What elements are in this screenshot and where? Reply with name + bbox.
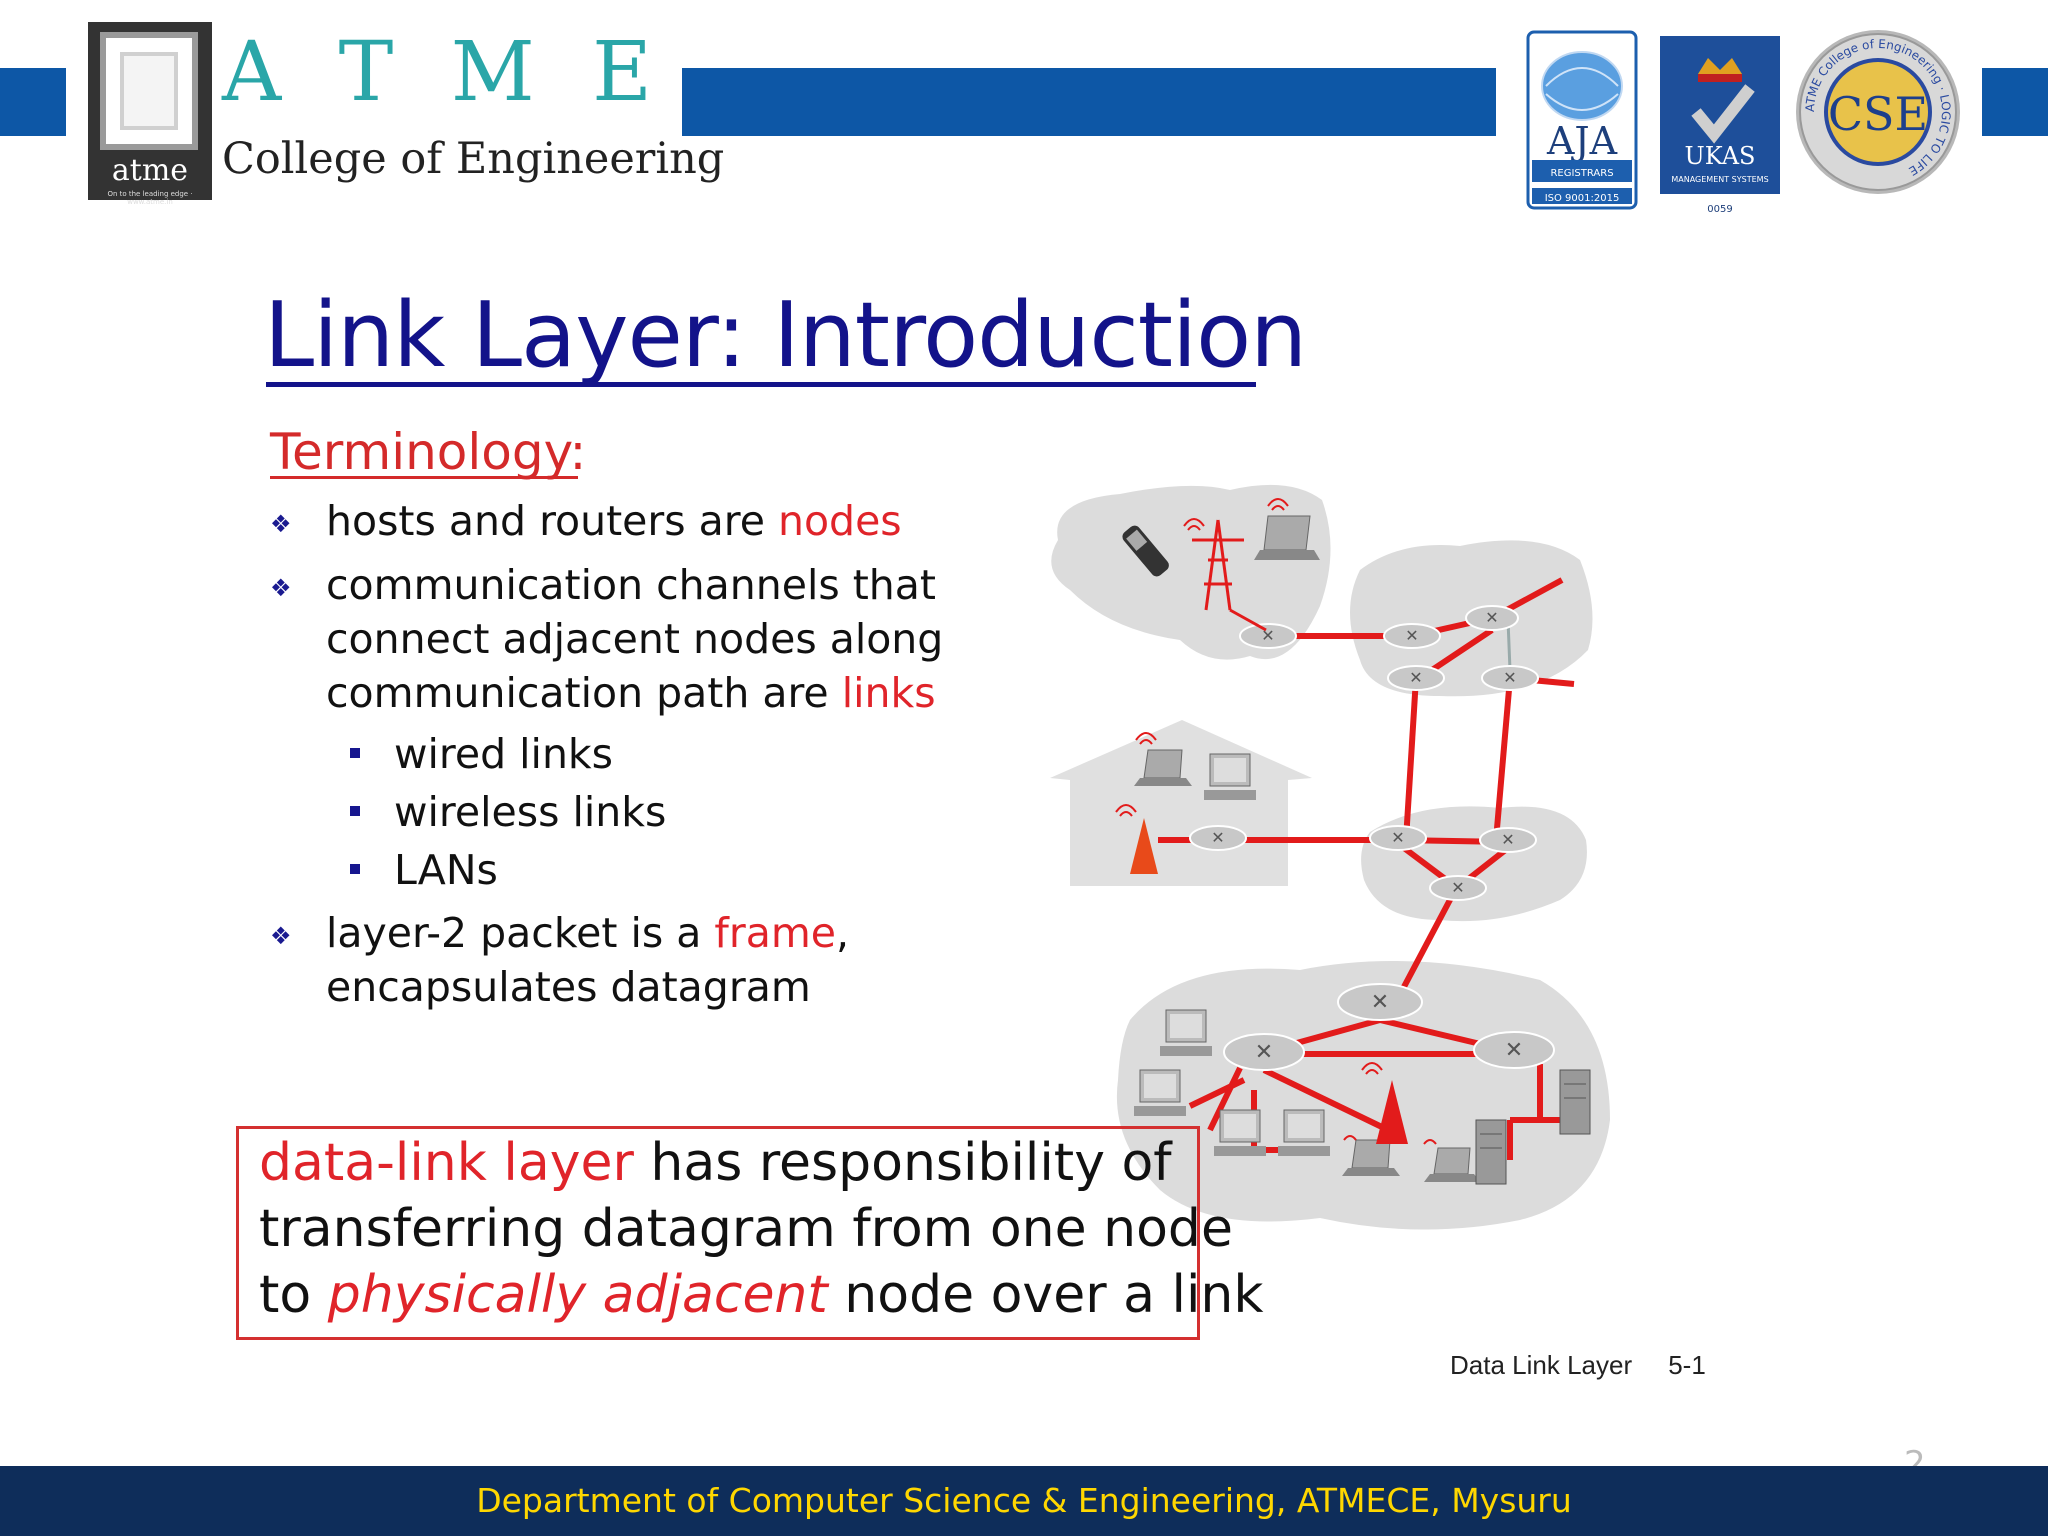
wireless-access-point-icon (1376, 1080, 1408, 1144)
wireless-access-point-icon (1130, 818, 1158, 874)
router-icon: ✕ (1481, 665, 1539, 691)
square-bullet-icon (350, 806, 360, 816)
router-icon: ✕ (1473, 1031, 1555, 1069)
desktop-computer-icon (1204, 753, 1256, 800)
slide-title: Link Layer: Introduction (264, 283, 1307, 388)
ukas-badge-icon: UKAS MANAGEMENT SYSTEMS 0059 (1660, 36, 1780, 215)
square-bullet-icon (350, 864, 360, 874)
laptop-icon (1424, 1147, 1480, 1182)
sub-bullet-text: wireless links (394, 788, 667, 836)
aja-badge-icon: AJA REGISTRARS ISO 9001:2015 (1526, 30, 1638, 210)
routers: ✕ ✕ ✕ ✕ ✕ ✕ ✕ ✕ ✕ ✕ ✕ ✕ (1189, 605, 1555, 1071)
aja-iso-text: ISO 9001:2015 (1545, 193, 1620, 204)
sub-bullet-text: LANs (394, 846, 498, 894)
router-icon: ✕ (1383, 623, 1441, 649)
svg-text:✕: ✕ (1211, 828, 1224, 847)
svg-text:✕: ✕ (1505, 1038, 1523, 1063)
router-icon: ✕ (1429, 875, 1487, 901)
brand-letter: E (592, 25, 652, 120)
aja-sub-text: REGISTRARS (1550, 168, 1613, 179)
brand-letter: T (338, 25, 394, 120)
home-network-house (1050, 720, 1312, 886)
desktop-computer-icon (1214, 1109, 1266, 1156)
server-icon (1559, 1069, 1591, 1135)
definition-line-2: transferring datagram from one node (259, 1199, 1233, 1259)
bullet-text-2-line3: communication path are links (326, 669, 936, 717)
laptop-icon (1134, 749, 1192, 786)
bullet-text-3-line1: layer-2 packet is a frame, (326, 909, 850, 957)
square-bullet-icon (350, 748, 360, 758)
ukas-number: 0059 (1707, 204, 1732, 215)
ukas-text: UKAS (1685, 142, 1756, 170)
isp-cloud-top-left (1051, 484, 1331, 660)
server-icon (1475, 1119, 1507, 1185)
sub-bullet-text: wired links (394, 730, 614, 778)
diamond-bullet-icon: ❖ (270, 922, 292, 950)
router-icon: ✕ (1479, 827, 1537, 853)
svg-text:✕: ✕ (1391, 828, 1404, 847)
header-bar-middle (682, 68, 1496, 136)
brand-letter: M (450, 25, 535, 120)
bullet-text-3-line2: encapsulates datagram (326, 963, 811, 1011)
laptop-icon (1254, 515, 1320, 560)
highlight-links: links (841, 669, 936, 717)
footer-bar (0, 1466, 2048, 1536)
ukas-sub-text: MANAGEMENT SYSTEMS (1671, 175, 1768, 184)
definition-line-3: to physically adjacent node over a link (259, 1265, 1264, 1325)
highlight-frame: frame (714, 909, 836, 957)
svg-text:✕: ✕ (1255, 1040, 1273, 1065)
highlight-physically-adjacent: physically adjacent (327, 1265, 828, 1325)
wireless-signal-icons (1115, 498, 1437, 1145)
desktop-computer-icon (1278, 1109, 1330, 1156)
brand-letter: A (222, 25, 282, 120)
cse-text: CSE (1828, 87, 1928, 141)
definition-box: data-link layer has responsibility of tr… (236, 1126, 1263, 1340)
bullet-text-1: hosts and routers are nodes (326, 497, 902, 545)
brand-letters: A T M E (222, 32, 652, 114)
terminology-underline (270, 476, 578, 479)
router-icon: ✕ (1387, 665, 1445, 691)
header-bar-right (1982, 68, 2048, 136)
cse-badge-icon: CSE ATME College of Engineering · LOGIC … (1796, 30, 1960, 194)
highlight-nodes: nodes (777, 497, 902, 545)
diamond-bullet-icon: ❖ (270, 510, 292, 538)
logo-text: atme (111, 153, 189, 188)
svg-text:✕: ✕ (1409, 668, 1422, 687)
slide-reference: Data Link Layer 5-1 (1450, 1350, 1706, 1380)
highlight-data-link-layer: data-link layer (259, 1133, 634, 1193)
svg-text:✕: ✕ (1451, 878, 1464, 897)
isp-cloud-middle (1361, 806, 1587, 922)
title-underline (266, 382, 1256, 387)
header-bar-left (0, 68, 66, 136)
svg-text:✕: ✕ (1485, 608, 1498, 627)
definition-line-1: data-link layer has responsibility of (259, 1133, 1172, 1193)
desktop-computer-icon (1160, 1009, 1212, 1056)
logo-tagline: On to the leading edge · www.atme.in (107, 190, 193, 206)
diamond-bullet-icon: ❖ (270, 574, 292, 602)
svg-text:✕: ✕ (1503, 668, 1516, 687)
svg-text:✕: ✕ (1371, 990, 1389, 1015)
logo-frame-icon (100, 32, 198, 150)
svg-text:✕: ✕ (1405, 626, 1418, 645)
router-icon: ✕ (1189, 825, 1247, 851)
desktop-computer-icon (1134, 1069, 1186, 1116)
router-icon: ✕ (1369, 825, 1427, 851)
laptop-icon (1342, 1139, 1400, 1176)
bullet-text-2-line1: communication channels that (326, 561, 936, 609)
router-icon: ✕ (1239, 623, 1297, 649)
atme-logo: atme On to the leading edge · www.atme.i… (88, 22, 212, 206)
svg-text:✕: ✕ (1501, 830, 1514, 849)
cell-tower-icon (1192, 519, 1267, 632)
aja-text: AJA (1546, 119, 1618, 163)
cell-phone-icon (1122, 525, 1169, 577)
bullet-text-2-line2: connect adjacent nodes along (326, 615, 944, 663)
college-name: College of Engineering (222, 134, 725, 184)
router-icon: ✕ (1223, 1033, 1305, 1071)
router-icon: ✕ (1337, 983, 1423, 1021)
terminology-heading: Terminology: (270, 423, 587, 481)
router-icon: ✕ (1465, 605, 1519, 631)
footer-text: Department of Computer Science & Enginee… (476, 1481, 1572, 1520)
network-diagram: ✕ ✕ ✕ ✕ ✕ ✕ ✕ ✕ ✕ ✕ ✕ ✕ (1050, 484, 1610, 1230)
